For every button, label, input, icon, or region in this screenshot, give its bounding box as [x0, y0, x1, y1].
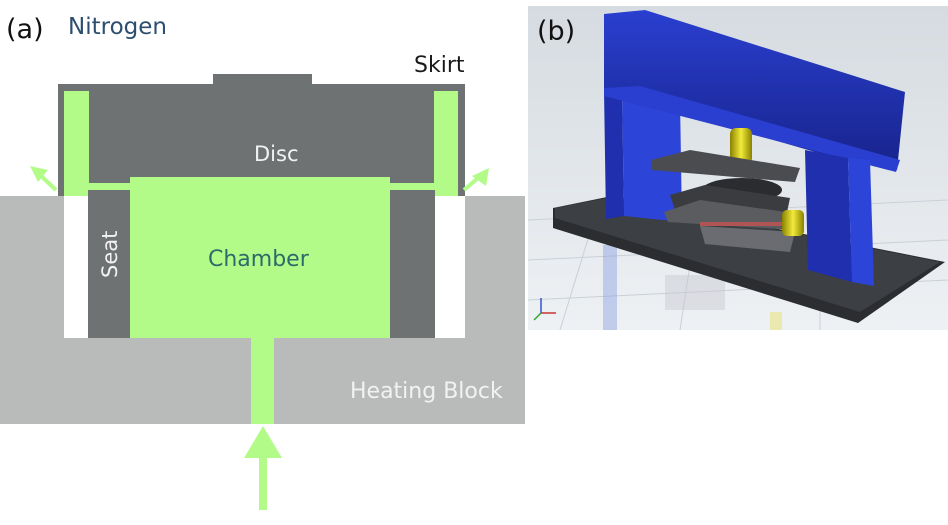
outlet-arrow-right [462, 168, 489, 192]
left-column [604, 88, 624, 219]
side-actuator [782, 210, 804, 236]
chamber [130, 177, 390, 338]
left-column-side [622, 88, 682, 222]
disc [89, 91, 434, 183]
heating-block [0, 196, 525, 424]
heating-block-label: Heating Block [350, 379, 503, 404]
panel-b-label: (b) [537, 16, 575, 47]
panel-a-diagram: (a) Nitrogen [0, 14, 525, 510]
panel-a-label: (a) [6, 14, 44, 45]
axis-triad [533, 298, 556, 321]
red-strip [700, 222, 790, 226]
inlet-arrow [244, 426, 282, 510]
seat-left [88, 190, 130, 338]
disc-label: Disc [254, 142, 299, 166]
skirt-label: Skirt [414, 53, 465, 78]
lower-carriage [700, 226, 795, 252]
floor-reflection [603, 245, 782, 330]
seat-label: Seat [98, 231, 122, 278]
inlet-pipe [251, 338, 274, 424]
chamber-label: Chamber [208, 247, 310, 272]
skirt-right-channel [434, 91, 458, 196]
outlet-arrow-left [30, 166, 58, 192]
panel-b-render: (b) [527, 6, 948, 331]
top-actuator [730, 128, 752, 164]
beam-flange [604, 86, 900, 172]
upper-platen [651, 150, 800, 182]
right-column-front [848, 158, 874, 286]
top-beam [604, 10, 905, 170]
right-column [805, 150, 852, 282]
base-plate-top [555, 197, 940, 312]
nitrogen-label: Nitrogen [68, 14, 167, 40]
seat-right [390, 190, 435, 338]
skirt-outline [58, 74, 465, 196]
skirt-left-channel [64, 91, 89, 196]
